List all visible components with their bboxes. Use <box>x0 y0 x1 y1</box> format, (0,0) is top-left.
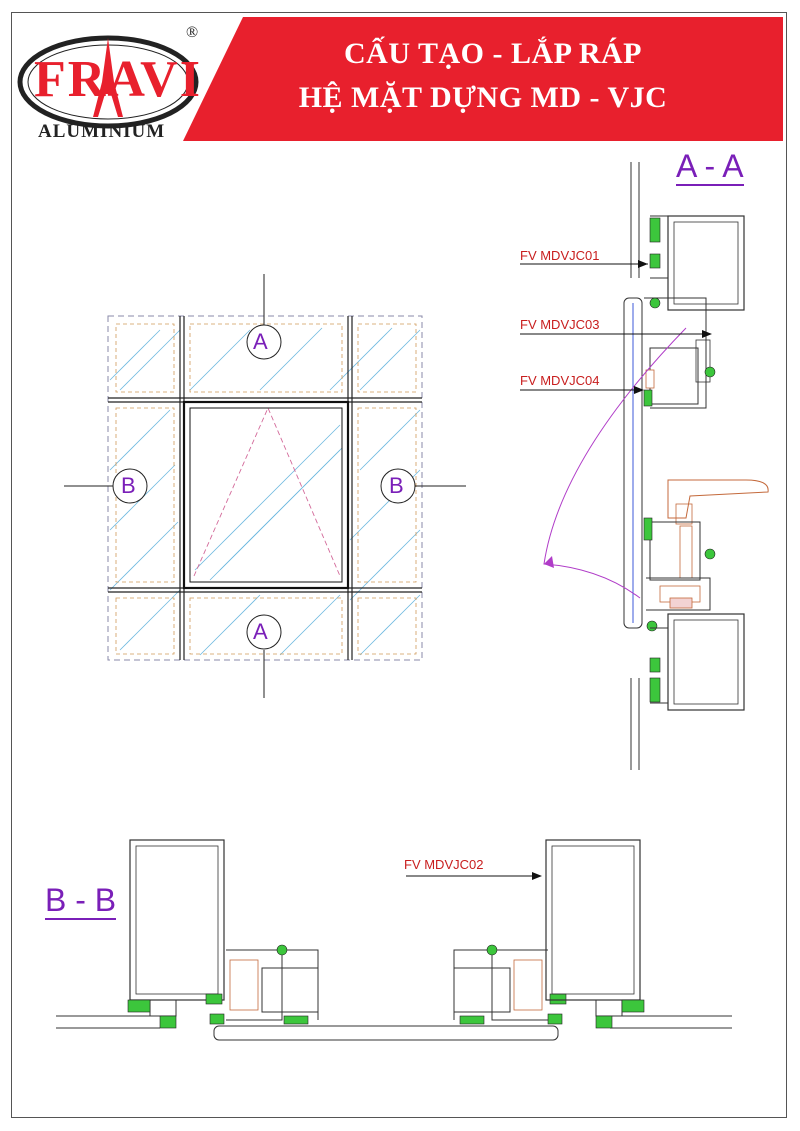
section-marker-label: B <box>389 473 404 498</box>
callout-fv-mdvjc02: FV MDVJC02 <box>404 857 484 872</box>
fravi-logo <box>17 35 199 129</box>
section-bb-title: B - B <box>45 882 117 920</box>
section-marker-a-top <box>246 324 282 360</box>
section-marker-label: B <box>121 473 136 498</box>
registered-mark: ® <box>186 24 199 41</box>
callout-fv-mdvjc03: FV MDVJC03 <box>520 317 600 332</box>
brand-subtitle: ALUMINIUM <box>38 121 166 142</box>
brand-name: FRAVI <box>34 51 202 108</box>
section-marker-b-left <box>112 468 148 504</box>
opening-arc <box>543 327 687 599</box>
callout-fv-mdvjc01: FV MDVJC01 <box>520 248 600 263</box>
page-border <box>11 12 787 1118</box>
callout-fv-mdvjc04: FV MDVJC04 <box>520 373 600 388</box>
title-banner-text: CẤU TẠO - LẮP RÁP HỆ MẶT DỰNG MD - VJC <box>183 17 781 141</box>
section-marker-a-bottom <box>246 614 282 650</box>
elevation-drawing <box>64 274 466 698</box>
eiffel-icon <box>93 38 123 117</box>
page-title-line1: CẤU TẠO - LẮP RÁP <box>344 37 642 70</box>
glass-hatch <box>109 327 421 656</box>
page-title-line2: HỆ MẶT DỰNG MD - VJC <box>298 81 668 114</box>
section-marker-label: A <box>253 329 268 354</box>
section-marker-b-right <box>380 468 416 504</box>
vent-sash <box>182 400 350 590</box>
section-aa-title: A - A <box>676 148 744 186</box>
title-banner <box>183 17 783 141</box>
section-aa-drawing <box>520 162 769 770</box>
section-bb-drawing <box>56 839 732 1041</box>
section-marker-label: A <box>253 619 268 644</box>
